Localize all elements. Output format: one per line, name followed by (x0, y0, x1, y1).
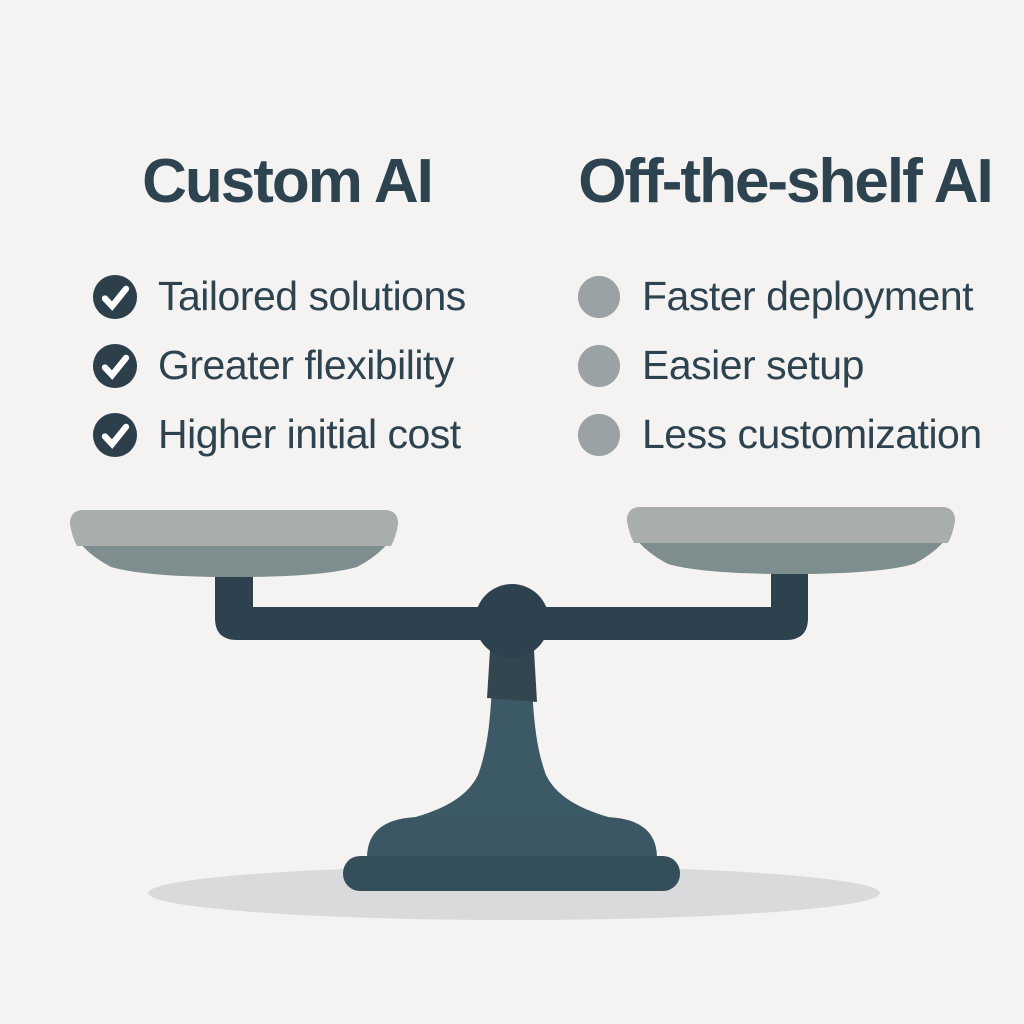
scale-beam (215, 564, 808, 640)
list-item: Faster deployment (576, 262, 982, 331)
check-icon (92, 343, 138, 388)
left-column-title: Custom AI (142, 147, 434, 216)
dot-icon (577, 275, 621, 318)
left-benefits-list: Tailored solutions Greater flexibility H… (92, 262, 466, 469)
list-item: Greater flexibility (92, 331, 466, 400)
right-features-list: Faster deployment Easier setup Less cust… (576, 262, 982, 469)
list-item: Higher initial cost (92, 400, 466, 469)
dot-icon (577, 413, 621, 456)
scale-pivot (475, 584, 549, 658)
right-column-title: Off-the-shelf AI (578, 147, 993, 216)
right-pan-highlight (627, 507, 955, 543)
scale-column-shade (487, 650, 537, 702)
list-item-label: Faster deployment (642, 273, 974, 319)
check-icon (92, 412, 138, 457)
list-item: Easier setup (576, 331, 982, 400)
scale-base-mound (367, 817, 657, 862)
check-icon (92, 274, 138, 319)
list-item-label: Easier setup (642, 342, 864, 388)
list-item-label: Less customization (642, 411, 982, 457)
list-item: Less customization (576, 400, 982, 469)
right-pan (627, 507, 955, 574)
list-item: Tailored solutions (92, 262, 466, 331)
scale-base-plate (343, 856, 680, 891)
dot-icon (577, 344, 621, 387)
list-item-label: Higher initial cost (158, 411, 461, 457)
left-pan-highlight (70, 510, 398, 546)
scale-shadow (148, 866, 880, 920)
list-item-label: Greater flexibility (158, 342, 454, 388)
left-pan (70, 510, 398, 577)
list-item-label: Tailored solutions (158, 273, 466, 319)
scale-column (405, 646, 619, 820)
